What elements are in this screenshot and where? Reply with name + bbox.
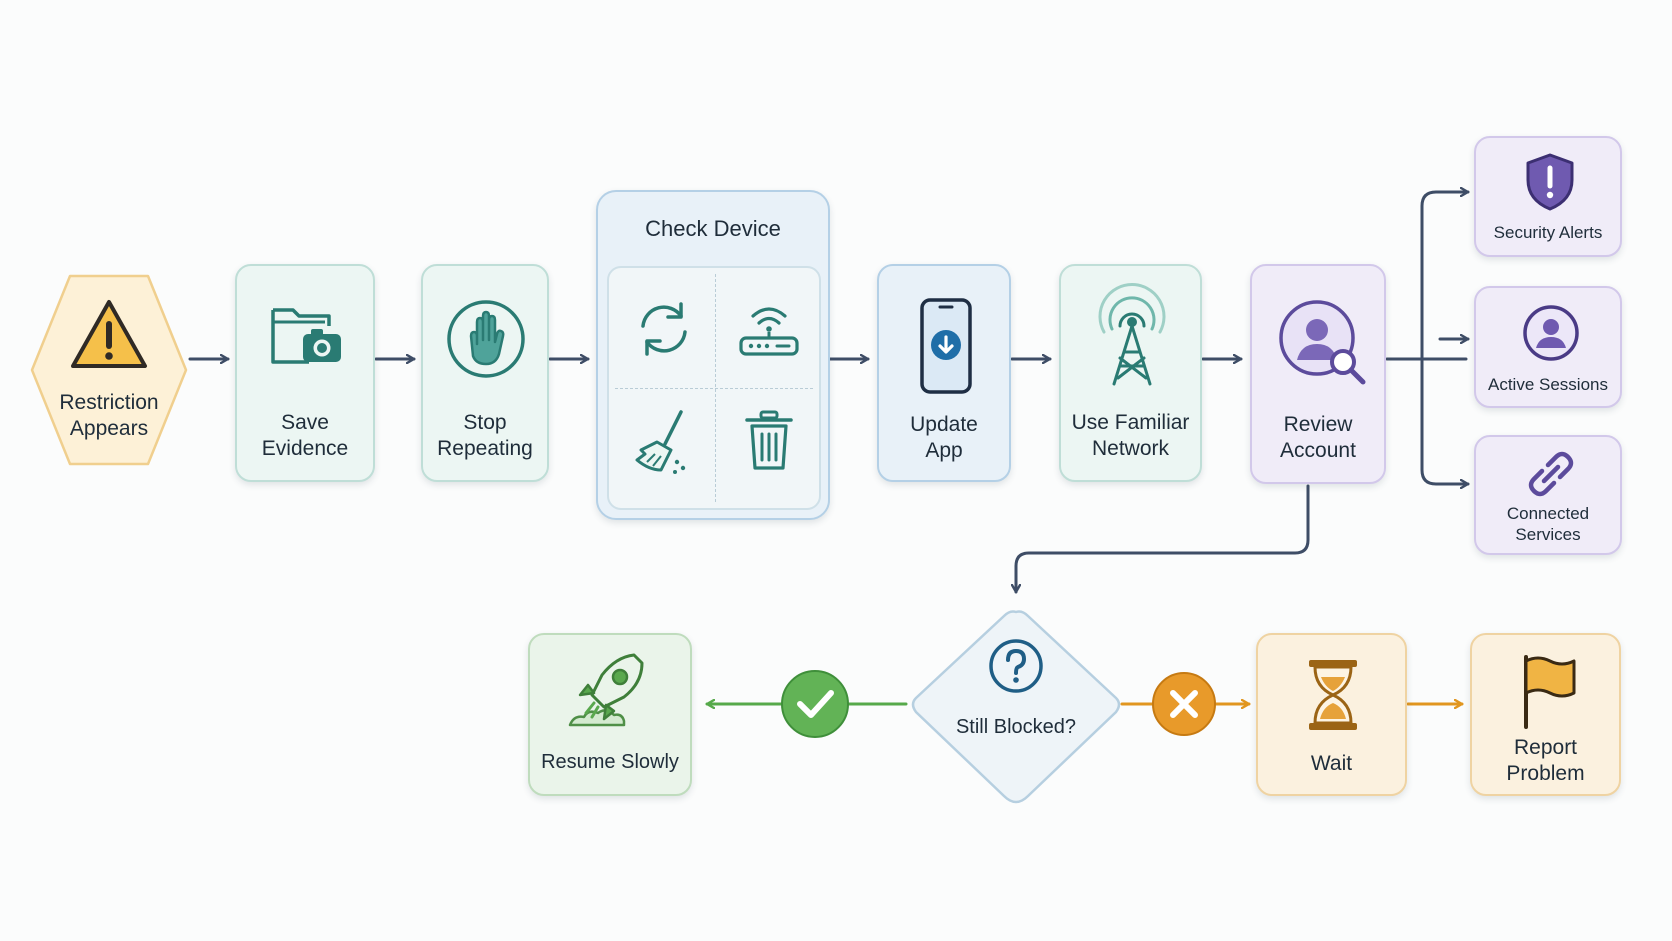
hourglass-icon: [1309, 660, 1357, 730]
broom-icon: [635, 410, 686, 474]
router-icon: [739, 307, 799, 356]
stop-hand-icon: [447, 300, 525, 378]
trash-icon: [745, 410, 793, 470]
hexagon-shape: [30, 274, 188, 466]
decision-diamond-shape: [911, 610, 1121, 804]
stop-repeating-label: Stop Repeating: [437, 411, 533, 460]
save-evidence-label: Save Evidence: [261, 411, 349, 460]
node-stop-repeating: Stop Repeating: [421, 264, 549, 482]
question-icon: [989, 639, 1043, 693]
restriction-label: Restriction Appears: [59, 391, 159, 440]
yes-check-badge: [781, 670, 849, 738]
node-report-problem: Report Problem: [1470, 633, 1621, 796]
node-security-alerts: Security Alerts: [1474, 136, 1622, 257]
grid-divider-horizontal: [615, 388, 813, 389]
check-device-title: Check Device: [645, 216, 781, 241]
user-search-icon: [1279, 300, 1366, 385]
antenna-icon: [1098, 283, 1166, 386]
node-connected-services: Connected Services: [1474, 435, 1622, 555]
no-cross-badge: [1152, 672, 1216, 736]
rocket-icon: [568, 653, 644, 727]
shield-alert-icon: [1526, 153, 1574, 211]
user-circle-icon: [1523, 305, 1579, 361]
node-active-sessions: Active Sessions: [1474, 286, 1622, 408]
review-account-label: Review Account: [1280, 413, 1356, 462]
node-save-evidence: Save Evidence: [235, 264, 375, 482]
phone-download-icon: [920, 298, 972, 394]
node-wait: Wait: [1256, 633, 1407, 796]
security-alerts-label: Security Alerts: [1493, 223, 1603, 242]
node-update-app: Update App: [877, 264, 1011, 482]
check-device-grid: [607, 266, 821, 510]
edge-review-decision: [1016, 484, 1310, 594]
connected-services-label: Connected Services: [1506, 504, 1590, 544]
folder-camera-icon: [271, 308, 341, 364]
warning-icon: [71, 300, 147, 368]
node-use-familiar-network: Use Familiar Network: [1059, 264, 1202, 482]
familiar-network-label: Use Familiar Network: [1071, 411, 1190, 460]
node-check-device: Check Device: [596, 190, 830, 520]
still-blocked-label: Still Blocked?: [955, 716, 1077, 738]
node-resume-slowly: Resume Slowly: [528, 633, 692, 796]
node-review-account: Review Account: [1250, 264, 1386, 484]
wait-label: Wait: [1310, 752, 1353, 775]
flag-icon: [1524, 655, 1576, 729]
report-problem-label: Report Problem: [1506, 736, 1585, 785]
refresh-icon: [641, 302, 687, 356]
update-app-label: Update App: [910, 413, 978, 462]
node-restriction-appears: Restriction Appears: [28, 272, 190, 468]
link-icon: [1528, 451, 1574, 497]
edge-review-branches: [1385, 190, 1468, 486]
active-sessions-label: Active Sessions: [1488, 375, 1608, 394]
node-still-blocked: Still Blocked?: [906, 606, 1126, 806]
resume-slowly-label: Resume Slowly: [541, 751, 679, 773]
